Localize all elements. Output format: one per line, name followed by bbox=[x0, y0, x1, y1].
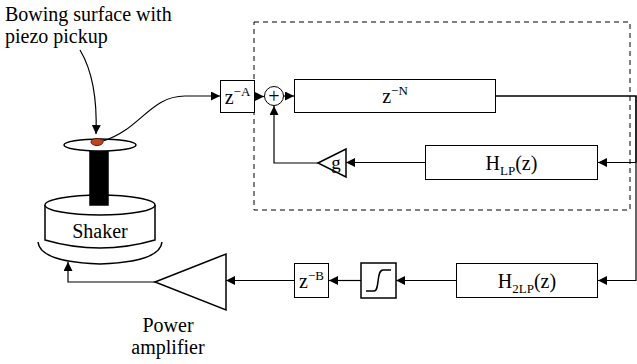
node-label: Shaker bbox=[72, 220, 128, 242]
delay-box: z−A bbox=[220, 80, 256, 113]
node-label: HLP(z) bbox=[486, 152, 538, 174]
node-label: g bbox=[331, 153, 341, 174]
callout-label: Bowing surface with piezo pickup bbox=[5, 3, 197, 47]
signal-wire bbox=[103, 96, 220, 141]
signal-connector bbox=[284, 95, 294, 96]
node-label: z−A bbox=[225, 86, 251, 108]
leader-line bbox=[80, 50, 96, 134]
dashed-region bbox=[254, 22, 630, 210]
node-label: z−N bbox=[382, 85, 408, 107]
filter-box: HLP(z) bbox=[425, 145, 598, 180]
signal-connector bbox=[496, 96, 636, 281]
saturation-curve bbox=[366, 270, 391, 291]
sum-junction: + bbox=[264, 86, 284, 106]
delay-line-box: z−N bbox=[294, 79, 496, 113]
delay-box: z−B bbox=[294, 263, 329, 298]
signal-connector bbox=[274, 106, 318, 163]
node-label: Power amplifier bbox=[113, 314, 223, 358]
signal-connector bbox=[68, 262, 155, 282]
amplifier-triangle: Power amplifier bbox=[155, 254, 226, 310]
triangle-outline bbox=[155, 254, 226, 310]
node-label: + bbox=[268, 85, 279, 107]
gain-triangle: g bbox=[318, 149, 346, 177]
node-label: H2LP(z) bbox=[498, 270, 556, 292]
filter-box: H2LP(z) bbox=[456, 263, 598, 298]
signal-connector bbox=[255, 96, 264, 97]
node-label: z−B bbox=[299, 270, 324, 292]
shaker: Shaker bbox=[45, 200, 155, 262]
shaker-illustration bbox=[38, 139, 162, 265]
signal-connector bbox=[346, 162, 425, 163]
signal-connector bbox=[226, 280, 294, 281]
signal-wire bbox=[329, 280, 361, 281]
saturation-block bbox=[361, 263, 396, 298]
signal-wire bbox=[396, 280, 456, 281]
